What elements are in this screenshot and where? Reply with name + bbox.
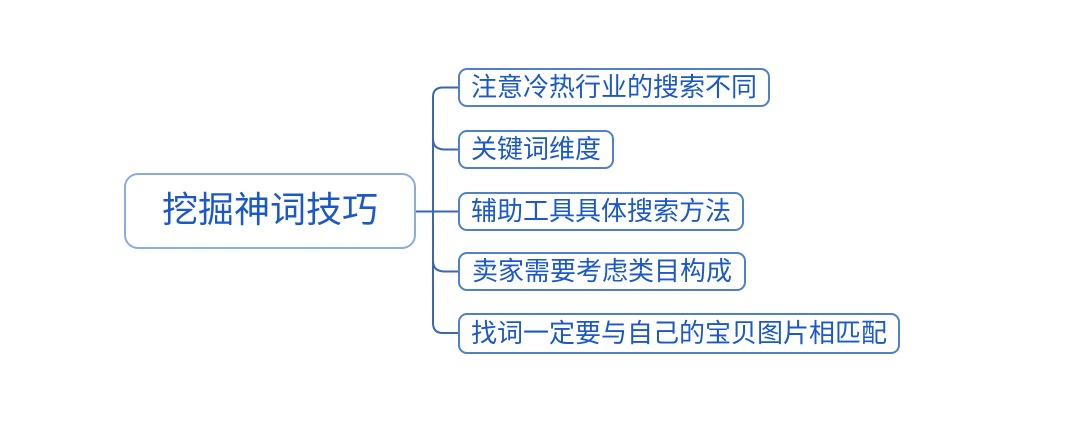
mindmap-root-node[interactable]: 挖掘神词技巧 [124, 173, 416, 249]
connector-to-child-2 [432, 138, 458, 151]
connector-to-child-1 [432, 86, 458, 98]
mindmap-child-node-2[interactable]: 关键词维度 [458, 130, 614, 169]
connector-to-child-4 [432, 260, 458, 273]
mindmap-child-node-1[interactable]: 注意冷热行业的搜索不同 [458, 68, 770, 107]
mindmap-child-node-3[interactable]: 辅助工具具体搜索方法 [458, 192, 744, 231]
branch-lines [416, 86, 458, 334]
connector-to-child-5 [432, 322, 458, 334]
mindmap-child-node-4[interactable]: 卖家需要考虑类目构成 [458, 252, 746, 291]
mindmap-child-node-5[interactable]: 找词一定要与自己的宝贝图片相匹配 [458, 313, 900, 354]
